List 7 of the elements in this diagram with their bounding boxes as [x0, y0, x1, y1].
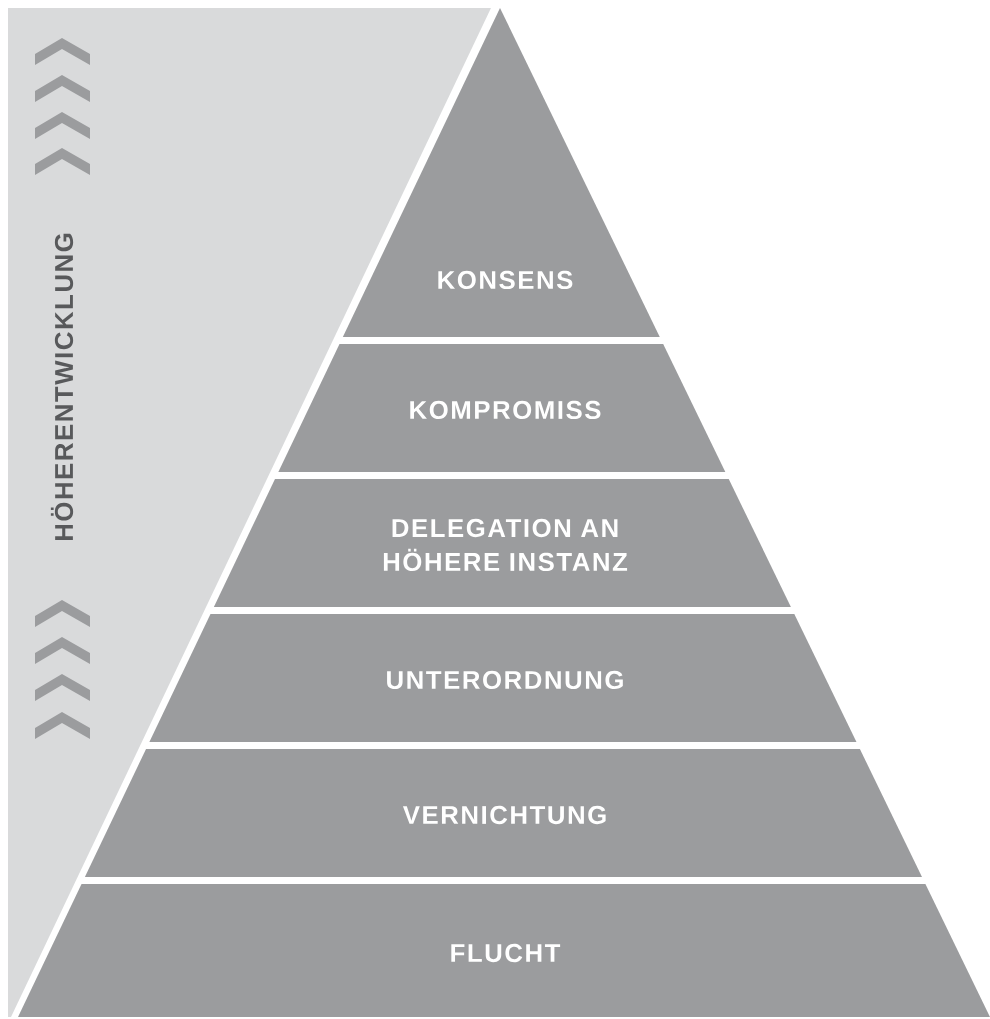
pyramid-level: KOMPROMISS [278, 344, 726, 472]
vertical-label: HÖHERENTWICKLUNG [50, 233, 74, 541]
pyramid-level: UNTERORDNUNG [149, 614, 857, 742]
pyramid-level: FLUCHT [18, 884, 990, 1017]
pyramid-level: KONSENS [342, 8, 660, 337]
pyramid-level: VERNICHTUNG [84, 749, 922, 877]
pyramid-level: DELEGATION AN HÖHERE INSTANZ [213, 479, 791, 607]
